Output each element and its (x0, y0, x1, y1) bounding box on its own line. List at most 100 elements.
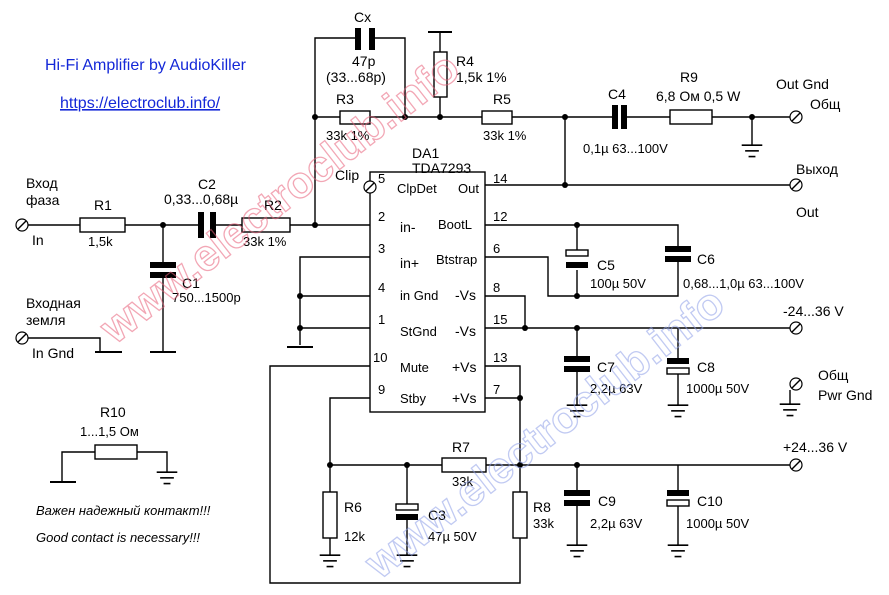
cx-range: (33...68p) (326, 69, 386, 85)
pin2-name: in- (400, 219, 416, 235)
r2-resistor (241, 217, 291, 233)
out-gnd-sub: Общ (810, 96, 841, 112)
note-english: Good contact is necessary!!! (36, 530, 200, 545)
cx-capacitor (355, 28, 375, 50)
note-russian: Важен надежный контакт!!! (36, 503, 211, 518)
pin13-number: 13 (493, 350, 507, 365)
ic-part: TDA7293 (412, 160, 471, 176)
c9-gnd-symbol (565, 544, 589, 558)
pin15-number: 15 (493, 312, 507, 327)
c3-value: 47µ 50V (428, 529, 477, 544)
c7-value: 2,2µ 63V (590, 381, 643, 396)
cx-value: 47p (352, 53, 376, 69)
r10-ref: R10 (100, 404, 126, 420)
pwr-gnd-symbol (778, 403, 802, 417)
pin10-name: Mute (400, 360, 429, 375)
c3-ref: C3 (428, 507, 446, 523)
r9-ref: R9 (680, 69, 698, 85)
pin7-name: +Vs (452, 390, 477, 406)
r1-ref: R1 (94, 197, 112, 213)
input-gnd-label-ru1: Входная (26, 295, 81, 311)
pwr-gnd-ru: Общ (818, 367, 849, 383)
terminals (15, 110, 803, 472)
c4-capacitor (612, 105, 627, 129)
ic-ref: DA1 (412, 145, 439, 161)
r4-ref: R4 (456, 53, 474, 69)
c2-capacitor (198, 212, 216, 238)
r7-resistor (441, 457, 487, 473)
r6-ref: R6 (344, 499, 362, 515)
c6-ref: C6 (697, 251, 715, 267)
r4-resistor (433, 51, 448, 98)
neg-supply-label: -24...36 V (783, 303, 844, 319)
c5-value: 100µ 50V (590, 276, 646, 291)
c2-ref: C2 (198, 176, 216, 192)
wires (28, 31, 791, 584)
c4-ref: C4 (608, 86, 626, 102)
r3-resistor (339, 110, 371, 125)
input-label-en: In (32, 232, 44, 248)
c8-ref: C8 (697, 359, 715, 375)
r6-gnd-symbol (318, 554, 342, 568)
pin4-name: in Gnd (400, 288, 438, 303)
r10-resistor (94, 444, 138, 460)
junction-dots (160, 114, 755, 468)
c1-capacitor (150, 262, 176, 278)
r5-ref: R5 (493, 91, 511, 107)
r3-value: 33k 1% (326, 128, 370, 143)
input-gnd-label-ru2: земля (26, 312, 65, 328)
c9-ref: C9 (598, 493, 616, 509)
r6-value: 12k (344, 529, 365, 544)
c8-value: 1000µ 50V (686, 381, 749, 396)
header-title: Hi-Fi Amplifier by AudioKiller (45, 57, 247, 74)
r5-resistor (481, 110, 513, 125)
r4-value: 1,5k 1% (456, 69, 507, 85)
output-label-ru: Выход (796, 161, 838, 177)
c6-capacitor (665, 246, 691, 262)
r6-resistor (322, 491, 338, 539)
c3-capacitor (395, 503, 419, 520)
pin3-name: in+ (400, 255, 419, 271)
input-label-ru2: фаза (26, 192, 60, 208)
pin7-number: 7 (493, 382, 500, 397)
pin5-name: ClpDet (397, 181, 437, 196)
r5-value: 33k 1% (483, 128, 527, 143)
r10-gnd-symbol (155, 471, 179, 485)
out-gnd-label: Out Gnd (776, 76, 829, 92)
pin2-number: 2 (378, 209, 385, 224)
c10-ref: C10 (697, 493, 723, 509)
pin12-number: 12 (493, 209, 507, 224)
c8-capacitor (666, 358, 690, 375)
header-url[interactable]: https://electroclub.info/ (60, 95, 221, 112)
c6-value: 0,68...1,0µ 63...100V (683, 276, 804, 291)
c5-ref: C5 (597, 257, 615, 273)
c5-capacitor (565, 249, 589, 268)
ic-body (369, 171, 486, 413)
r2-ref: R2 (264, 197, 282, 213)
c2-value: 0,33...0,68µ (164, 191, 238, 207)
pin14-number: 14 (493, 171, 507, 186)
pin6-number: 6 (493, 241, 500, 256)
pin15-name: -Vs (455, 323, 476, 339)
pin8-name: -Vs (455, 287, 476, 303)
pin4-number: 4 (378, 280, 385, 295)
pin14-name: Out (458, 181, 479, 196)
c10-gnd-symbol (666, 544, 690, 558)
r8-ref: R8 (533, 499, 551, 515)
pin8-number: 8 (493, 280, 500, 295)
output-label-en: Out (796, 204, 819, 220)
r10-value: 1...1,5 Ом (80, 424, 139, 439)
c7-ref: C7 (597, 359, 615, 375)
r7-value: 33k (452, 474, 473, 489)
c4-value: 0,1µ 63...100V (583, 141, 668, 156)
r1-value: 1,5k (88, 234, 113, 249)
pin1-name: StGnd (400, 324, 437, 339)
c1-ref: C1 (182, 275, 200, 291)
pin9-number: 9 (378, 382, 385, 397)
r8-resistor (512, 491, 528, 539)
clip-label: Clip (335, 167, 359, 183)
pin12-name: BootL (438, 217, 472, 232)
pin1-number: 1 (378, 312, 385, 327)
r7-ref: R7 (452, 439, 470, 455)
